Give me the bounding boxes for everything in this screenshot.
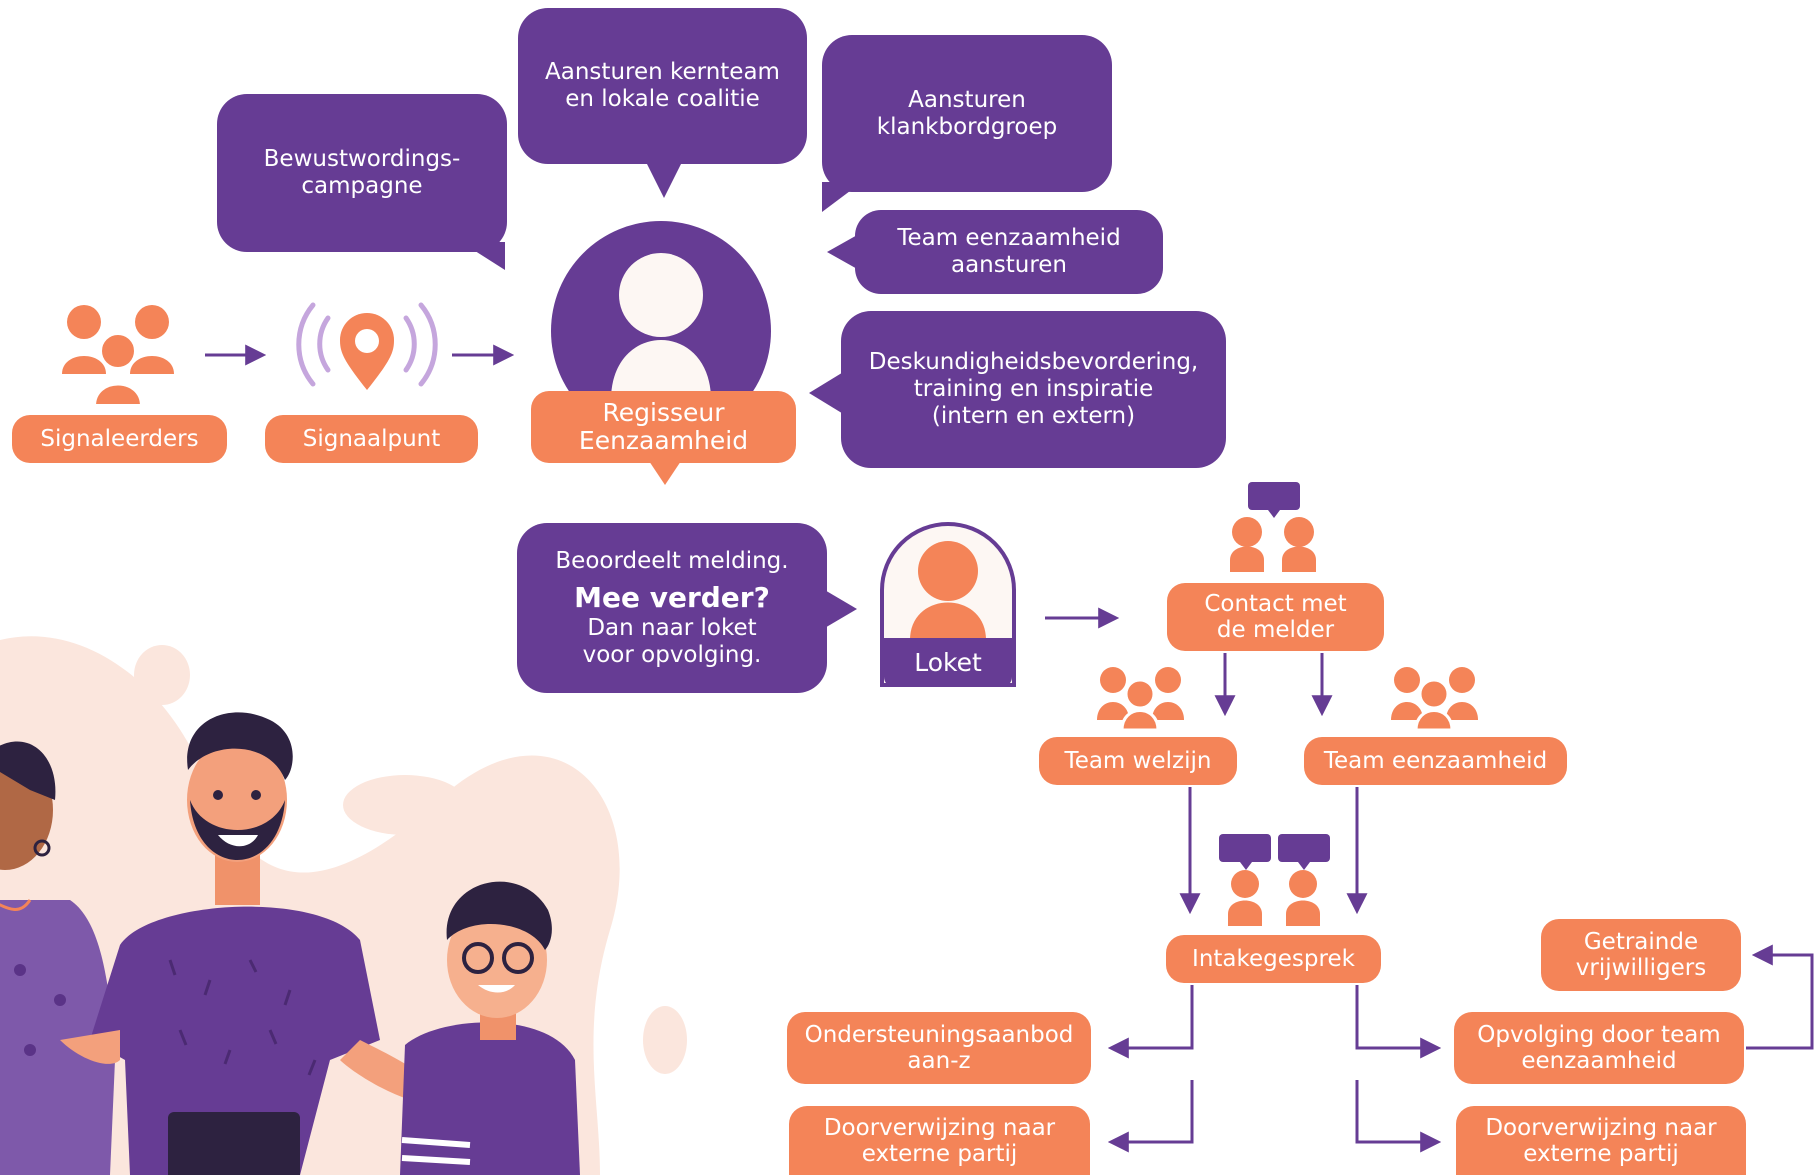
group-icon <box>1391 667 1478 732</box>
label-opvolging: Opvolging door team eenzaamheid <box>1454 1012 1744 1084</box>
group-icon <box>1228 870 1320 926</box>
label-doorverwijzing-rechts: Doorverwijzing naar externe partij <box>1456 1106 1746 1175</box>
bubble-team-aansturen: Team eenzaamheid aansturen <box>827 210 1163 294</box>
label-ondersteuning: Ondersteuningsaanbod aan-z <box>787 1012 1091 1084</box>
group-icon <box>1097 667 1184 732</box>
chat-icon <box>1219 834 1330 870</box>
bubble-campagne: Bewustwordings- campagne <box>217 94 507 270</box>
label-doorverwijzing-links: Doorverwijzing naar externe partij <box>789 1106 1090 1175</box>
label-contact: Contact met de melder <box>1167 583 1384 651</box>
person-icon <box>551 221 771 441</box>
label-team-welzijn: Team welzijn <box>1039 737 1237 785</box>
bubble-beoordeelt: Beoordeelt melding. Mee verder? Dan naar… <box>517 523 857 693</box>
group-icon <box>62 305 174 408</box>
group-icon <box>1230 517 1316 572</box>
bubble-klankbord: Aansturen klankbordgroep <box>822 35 1112 212</box>
chat-icon <box>1248 482 1300 518</box>
bubble-kernteam: Aansturen kernteam en lokale coalitie <box>518 8 807 198</box>
bubble-deskundigheid: Deskundigheidsbevordering, training en i… <box>809 311 1226 468</box>
label-regisseur: Regisseur Eenzaamheid <box>531 391 796 485</box>
label-loket: Loket <box>884 638 1012 687</box>
label-intakegesprek: Intakegesprek <box>1166 935 1381 983</box>
location-signal-icon <box>296 302 438 390</box>
label-getrainde: Getrainde vrijwilligers <box>1541 919 1741 991</box>
label-team-eenzaamheid: Team eenzaamheid <box>1304 737 1567 785</box>
label-signaleerders: Signaleerders <box>12 415 227 463</box>
label-signaalpunt: Signaalpunt <box>265 415 478 463</box>
